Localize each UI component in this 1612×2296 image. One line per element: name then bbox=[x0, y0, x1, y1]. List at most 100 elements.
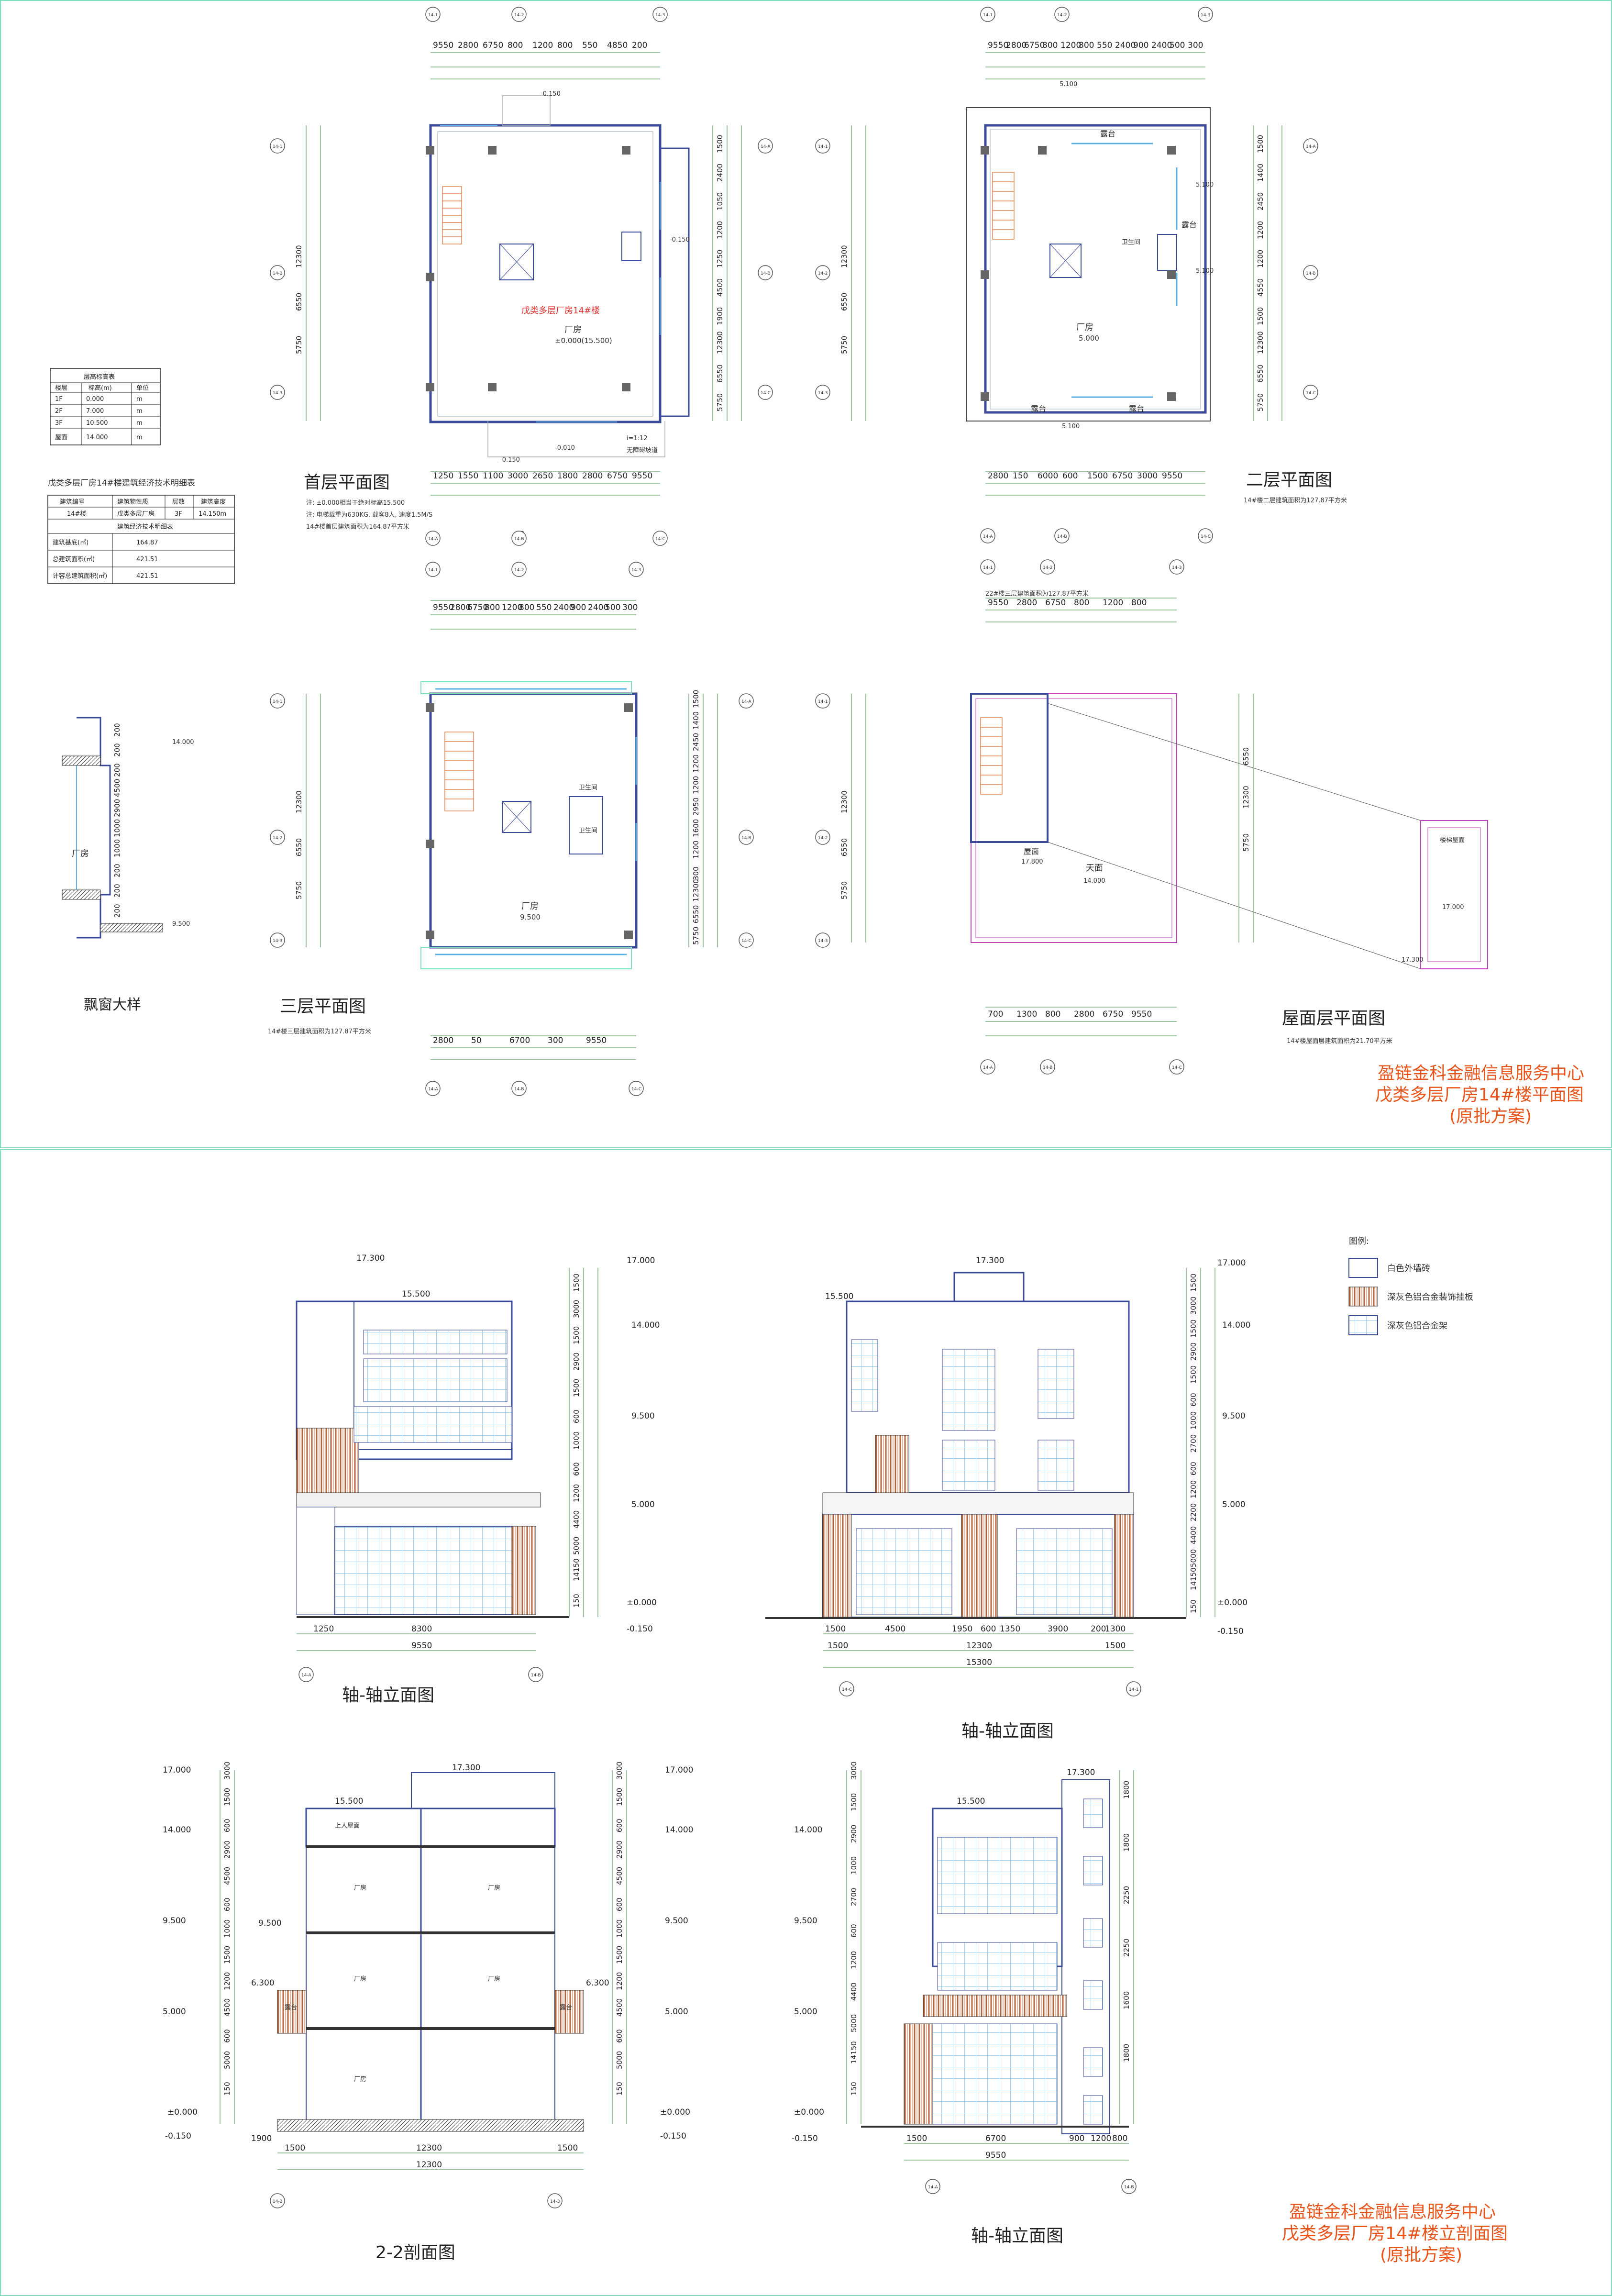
terrace-elevation: 14.000 bbox=[1083, 877, 1105, 885]
bay-window-detail bbox=[62, 717, 163, 939]
table-cell: 10.500 bbox=[86, 420, 108, 427]
dimension: 3000 bbox=[615, 1762, 624, 1780]
third-plan-title: 三层平面图 bbox=[280, 997, 366, 1016]
dimension: 3000 bbox=[572, 1300, 581, 1318]
table-cell: 14#楼 bbox=[67, 510, 86, 518]
level-mark: 15.500 bbox=[957, 1797, 985, 1806]
dimension: 4500 bbox=[716, 278, 724, 297]
axis-bubble bbox=[511, 1081, 527, 1096]
table-cell: 7.000 bbox=[86, 408, 104, 415]
axis-bubble-label: 14-A bbox=[741, 699, 752, 704]
dimension: 1500 bbox=[1087, 471, 1108, 481]
dimension: 2250 bbox=[1122, 1886, 1131, 1904]
level-mark: 17.300 bbox=[1067, 1768, 1095, 1777]
dimension: 1200 bbox=[716, 221, 724, 239]
dimension: 4550 bbox=[1256, 278, 1265, 297]
level-mark: 14.000 bbox=[794, 1825, 822, 1835]
level-mark: ±0.000 bbox=[660, 2107, 690, 2117]
axis-bubble-label: 14-A bbox=[983, 534, 994, 539]
dimension: 2800 bbox=[450, 603, 471, 612]
dimension: 9550 bbox=[1162, 471, 1182, 481]
table-cell: 421.51 bbox=[136, 556, 158, 563]
table-cell: 0.000 bbox=[86, 396, 104, 403]
elevation-a bbox=[296, 1300, 569, 1618]
axis-bubble-label: 14-2 bbox=[514, 13, 524, 18]
elevation-d bbox=[861, 1779, 1129, 2134]
level-mark: -0.150 bbox=[792, 2134, 818, 2143]
terrace-label: 露台 bbox=[1129, 404, 1144, 413]
axis-bubble-label: 14-A bbox=[761, 144, 771, 149]
dimension: 800 bbox=[508, 41, 523, 50]
axis-bubble-label: 14-C bbox=[655, 537, 665, 542]
level-mark: 17.300 bbox=[976, 1256, 1004, 1265]
dimension: 1500 bbox=[572, 1274, 581, 1292]
dimension: 500 bbox=[1170, 41, 1185, 50]
dimension: 3000 bbox=[1189, 1297, 1198, 1315]
dimension: 1000 bbox=[223, 1919, 232, 1938]
axis-bubble-label: 14-3 bbox=[1172, 566, 1181, 570]
dimension: 600 bbox=[1189, 1393, 1198, 1407]
section-room: 厂房 bbox=[488, 1884, 500, 1892]
axis-bubble-label: 14-3 bbox=[273, 391, 282, 396]
table-header: 单位 bbox=[136, 385, 149, 392]
dimension: 1200 bbox=[1256, 250, 1265, 268]
detail-title: 飘窗大样 bbox=[84, 997, 141, 1013]
elevations-sheet bbox=[0, 1149, 1612, 2296]
axis-bubble bbox=[270, 385, 285, 400]
dimension: 14150 bbox=[1189, 1567, 1198, 1590]
level-mark: 14.000 bbox=[1222, 1320, 1250, 1330]
dimension: 600 bbox=[223, 1819, 232, 1832]
dimension: 4500 bbox=[615, 1867, 624, 1885]
axis-bubble-label: 14-3 bbox=[631, 568, 641, 573]
level-mark: -0.150 bbox=[660, 2131, 686, 2141]
level-mark: ±0.000 bbox=[167, 2107, 198, 2117]
dimension: 4400 bbox=[1189, 1526, 1198, 1544]
dimension: 600 bbox=[981, 1624, 996, 1634]
legend-item: 深灰色铝合金装饰挂板 bbox=[1387, 1292, 1473, 1302]
axis-bubble bbox=[652, 531, 668, 546]
level-mark: ±0.000 bbox=[627, 1598, 657, 1608]
level-mark: 14.000 bbox=[665, 1825, 693, 1835]
dimension: 800 bbox=[557, 41, 573, 50]
dimension: 9550 bbox=[433, 41, 453, 50]
detail-room: 厂房 bbox=[72, 849, 89, 859]
level-mark: 17.000 bbox=[627, 1256, 655, 1265]
dimension: 1800 bbox=[1122, 1833, 1131, 1852]
dimension: 6550 bbox=[840, 838, 849, 856]
dimension: 200 bbox=[113, 723, 121, 737]
axis-bubble bbox=[1040, 1059, 1055, 1075]
dimension: 4500 bbox=[223, 1867, 232, 1885]
dimension: 1200 bbox=[692, 841, 700, 859]
axis-bubble bbox=[629, 562, 644, 577]
elevation-mark: 5.100 bbox=[1196, 267, 1214, 275]
axis-bubble bbox=[270, 265, 285, 280]
dimension: 6550 bbox=[840, 293, 849, 311]
dimension: 6700 bbox=[509, 1036, 530, 1045]
level-mark: 15.500 bbox=[825, 1292, 853, 1301]
dimension: 9550 bbox=[1131, 1009, 1152, 1019]
dimension: 2700 bbox=[1189, 1434, 1198, 1453]
level-mark: 6.300 bbox=[251, 1978, 275, 1988]
dimension: 600 bbox=[572, 1409, 581, 1423]
dimension: 1500 bbox=[557, 2143, 578, 2153]
dimension: 5000 bbox=[223, 2051, 232, 2069]
dimension: 2800 bbox=[582, 471, 603, 481]
axis-bubble bbox=[980, 528, 995, 543]
dimension: 1200 bbox=[1060, 41, 1081, 50]
dimension: 1500 bbox=[828, 1641, 848, 1651]
room-label: 厂房 bbox=[564, 325, 582, 335]
axis-bubble bbox=[511, 7, 527, 22]
dimension: 4500 bbox=[113, 779, 121, 797]
dimension: 1900 bbox=[716, 307, 724, 325]
dimension: 6000 bbox=[1038, 471, 1058, 481]
dimension: 1100 bbox=[483, 471, 503, 481]
dimension: 1500 bbox=[572, 1326, 581, 1344]
axis-bubble bbox=[839, 1681, 854, 1697]
elevation-mark: 5.100 bbox=[1196, 181, 1214, 189]
dimension: 700 bbox=[988, 1009, 1003, 1019]
axis-bubble bbox=[739, 693, 754, 709]
toilet-label: 卫生间 bbox=[579, 784, 597, 791]
table-title: 戊类多层厂房14#楼建筑经济技术明细表 bbox=[48, 478, 195, 488]
level-mark: -0.150 bbox=[1217, 1627, 1244, 1636]
table-title: 层高标高表 bbox=[84, 373, 115, 381]
